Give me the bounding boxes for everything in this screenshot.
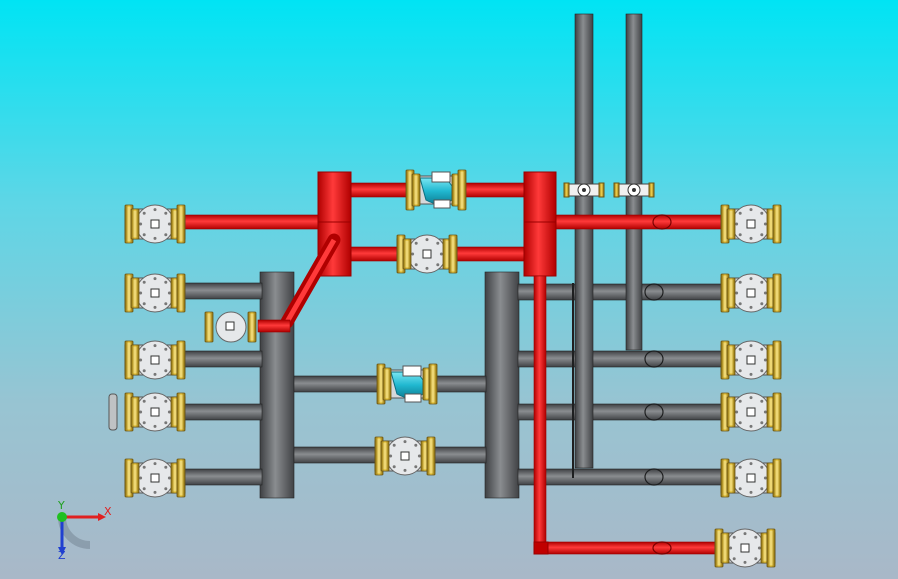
- ball-valve-mid-lower: [374, 436, 436, 476]
- y-axis-marker: [57, 512, 67, 522]
- hot-return-riser: [533, 275, 547, 549]
- ball-valve-right-3: [720, 340, 782, 380]
- hot-supply-pipe-left: [183, 214, 319, 230]
- ball-valve-right-4: [720, 392, 782, 432]
- z-axis-label: Z: [58, 549, 66, 562]
- ball-valve-right-2: [720, 273, 782, 313]
- ball-valve-left-3: [124, 340, 186, 380]
- ball-valve-mid-upper: [396, 234, 458, 274]
- ball-valve-left-1: [124, 204, 186, 244]
- hot-pipe-network: [183, 171, 723, 555]
- left-branch-pipe: [183, 282, 263, 300]
- ball-valve-right-1: [720, 204, 782, 244]
- strainer-upper: [405, 169, 467, 211]
- x-axis-label: X: [104, 505, 112, 518]
- ball-valve-small: [204, 311, 257, 343]
- axis-triad: X Y Z: [57, 499, 112, 562]
- right-header-pipe: [484, 271, 520, 499]
- butterfly-valve-1: [563, 182, 605, 198]
- hot-supply-pipe-right: [555, 214, 723, 230]
- hot-return-pipe: [533, 541, 723, 555]
- hot-branch-pipe-short: [257, 319, 291, 333]
- ball-valve-right-6: [714, 528, 776, 568]
- hot-header-right: [523, 171, 557, 277]
- cold-pipe-network: [183, 13, 723, 499]
- right-branch-pipe: [517, 403, 723, 421]
- left-branch-pipe: [183, 468, 263, 486]
- y-axis-label: Y: [57, 499, 65, 512]
- valve-group: [108, 169, 782, 568]
- left-branch-pipe: [183, 350, 263, 368]
- butterfly-valve-2: [613, 182, 655, 198]
- ball-valve-left-4: [108, 392, 186, 432]
- tall-riser-pipe: [574, 13, 594, 469]
- ball-valve-left-5: [124, 458, 186, 498]
- ball-valve-right-5: [720, 458, 782, 498]
- strainer-lower: [376, 363, 438, 405]
- right-branch-pipe: [517, 468, 723, 486]
- ball-valve-left-2: [124, 273, 186, 313]
- right-branch-pipe: [517, 350, 723, 368]
- tall-riser-pipe: [625, 13, 643, 351]
- left-branch-pipe: [183, 403, 263, 421]
- right-branch-pipe: [517, 283, 723, 301]
